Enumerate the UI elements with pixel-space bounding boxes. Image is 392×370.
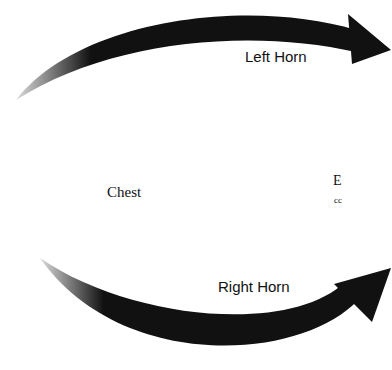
horn-label: Left Horn <box>245 49 307 66</box>
arrow-head <box>334 268 391 322</box>
right-horn-arrow <box>40 258 391 346</box>
arrow-body <box>40 258 358 346</box>
edge-label: cc <box>334 196 342 206</box>
arrow-head <box>348 14 391 64</box>
horn-label: Right Horn <box>218 279 290 296</box>
edge-label: E <box>333 173 342 188</box>
center-label: Chest <box>107 184 141 201</box>
left-horn-arrow <box>16 14 391 100</box>
arrow-body <box>16 16 356 100</box>
